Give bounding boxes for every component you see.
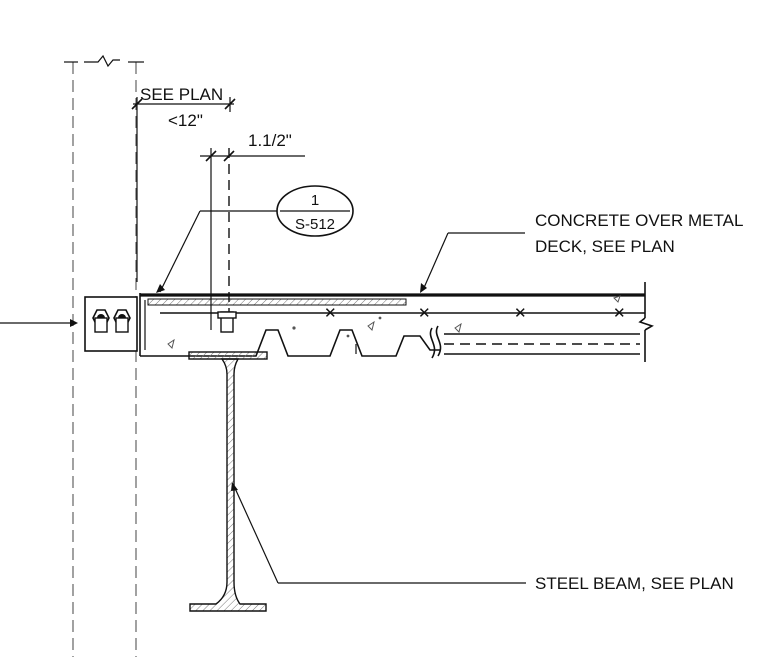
column-gridlines (64, 54, 144, 657)
dimension-see-plan (131, 97, 236, 282)
shear-stud (217, 311, 237, 333)
offset-dimension-label: 1.1/2" (248, 131, 292, 150)
metal-deck (214, 325, 442, 359)
section-arrow-icon (0, 319, 78, 327)
svg-text:✕: ✕ (514, 305, 527, 322)
concrete-slab: ✕ ✕ ✕ ✕ (140, 293, 645, 349)
deck-note-line2: DECK, SEE PLAN (535, 237, 675, 256)
break-line-icon (638, 282, 654, 362)
beam-note: STEEL BEAM, SEE PLAN (535, 574, 734, 593)
max-dimension-label: <12" (168, 111, 203, 130)
svg-text:✕: ✕ (418, 305, 431, 322)
deck-leader (420, 232, 525, 293)
svg-text:✕: ✕ (324, 305, 337, 322)
detail-number: 1 (311, 192, 319, 209)
bolt-icon (92, 309, 131, 333)
edge-plate (84, 296, 138, 352)
detail-bubble-icon (156, 185, 354, 293)
see-plan-label: SEE PLAN (140, 85, 223, 104)
dimension-offset (200, 148, 305, 330)
deck-continuation (444, 333, 640, 355)
svg-text:✕: ✕ (613, 305, 626, 322)
deck-note-line1: CONCRETE OVER METAL (535, 211, 743, 230)
steel-beam (188, 351, 268, 612)
beam-leader (231, 482, 526, 584)
detail-sheet: S-512 (295, 216, 335, 233)
